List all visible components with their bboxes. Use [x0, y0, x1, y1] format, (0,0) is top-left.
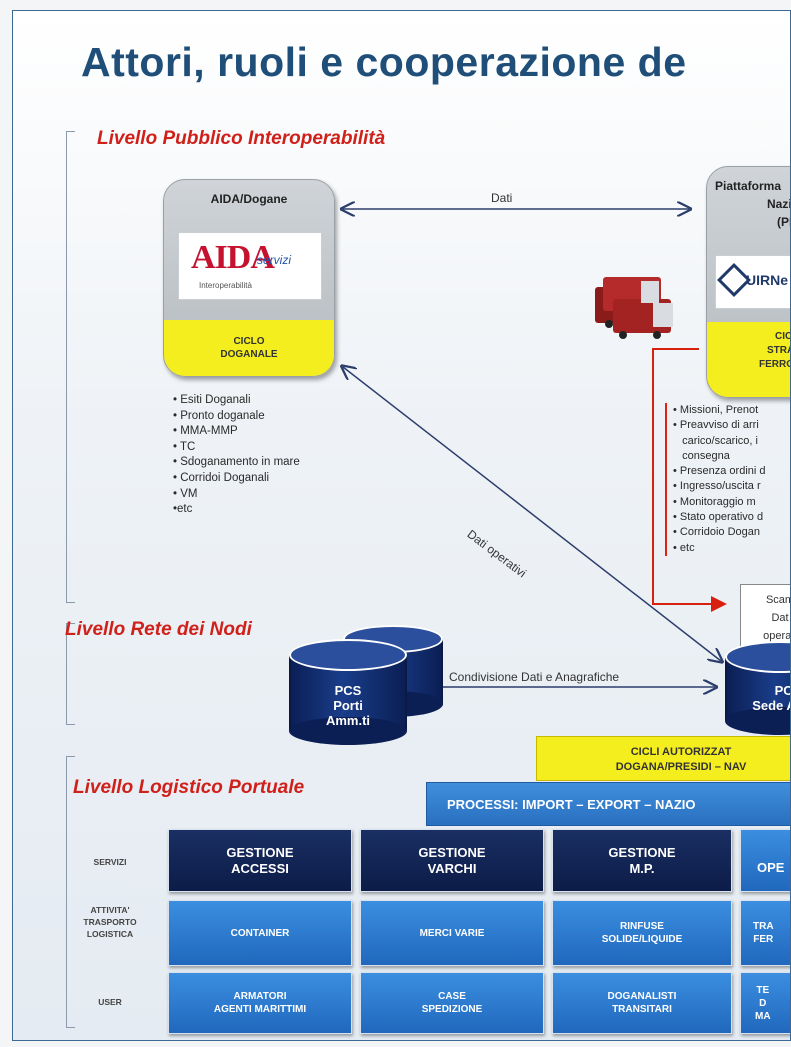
- row-label-attivita: ATTIVITA' TRASPORTO LOGISTICA: [83, 905, 137, 939]
- list-item: • etc: [673, 541, 695, 554]
- level-pubblico-title: Livello Pubblico Interoperabilità: [97, 128, 386, 149]
- cicli-line: CICLI AUTORIZZAT: [630, 746, 732, 758]
- pcs-sede-database: PCS Sede A: [725, 641, 790, 741]
- pln-title-line: Piattaforma: [715, 179, 782, 193]
- pln-title-line: (PL: [777, 215, 790, 229]
- aida-items-list: • Esiti Doganali • Pronto doganale • MMA…: [173, 393, 300, 518]
- cicli-line: DOGANA/PRESIDI – NAV: [615, 761, 747, 773]
- aida-logo-main: AIDA: [191, 239, 275, 276]
- cell-rinfuse: RINFUSE SOLIDE/LIQUIDE: [552, 900, 732, 966]
- level-logistico-title: Livello Logistico Portuale: [73, 777, 305, 798]
- cell-gestione-mp: GESTIONE M.P.: [552, 829, 732, 892]
- list-item: • Corridoi Doganali: [173, 471, 270, 484]
- list-item: • VM: [173, 487, 198, 500]
- cylinder-front: [289, 639, 407, 745]
- cell-doganalisti: DOGANALISTI TRANSITARI: [552, 972, 732, 1034]
- ciclo-doganale-band: CICLO DOGANALE: [164, 320, 334, 376]
- list-item: • Stato operativo d: [673, 511, 764, 524]
- list-item: • Esiti Doganali: [173, 394, 251, 406]
- piattaforma-nazionale-node: Piattaforma Nazio (PL UIRNe CICL STRAD F…: [706, 166, 790, 398]
- cell-gestione-accessi: GESTIONE ACCESSI: [168, 829, 352, 892]
- level-logistico-bracket: [66, 756, 75, 1028]
- swap-line: operati: [763, 630, 791, 642]
- dati-label: Dati: [491, 191, 513, 205]
- cell-gestione-varchi: GESTIONE VARCHI: [360, 829, 544, 892]
- list-item: • Missioni, Prenot: [673, 404, 759, 416]
- slide: Attori, ruoli e cooperazione de Livello …: [12, 10, 791, 1041]
- cicli-autorizzativi-bar: CICLI AUTORIZZAT DOGANA/PRESIDI – NAV: [536, 736, 790, 781]
- swap-line: Dat: [771, 612, 789, 624]
- list-item: • MMA-MMP: [173, 425, 238, 438]
- aida-logo: AIDA servizi Interoperabilità: [178, 232, 322, 300]
- trucks-icon: [595, 277, 673, 339]
- aida-title: AIDA/Dogane: [210, 192, 288, 206]
- list-item: • Corridoio Dogan: [673, 526, 761, 539]
- cell-merci-varie: MERCI VARIE: [360, 900, 544, 966]
- list-item: • Monitoraggio m: [673, 495, 756, 508]
- cell-armatori: ARMATORI AGENTI MARITTIMI: [168, 972, 352, 1034]
- processi-bar: PROCESSI: IMPORT – EXPORT – NAZIO: [426, 782, 790, 826]
- list-item: carico/scarico, i: [673, 434, 758, 447]
- row-label-user: USER: [98, 997, 122, 1007]
- cell-operazioni: OPE: [740, 829, 790, 892]
- pln-cycle-line: CICL: [775, 331, 790, 342]
- pln-items-list: • Missioni, Prenot • Preavviso di arri c…: [665, 403, 766, 556]
- pln-cycle-line: FERROV: [759, 359, 790, 370]
- pln-title-line: Nazio: [767, 197, 790, 211]
- level-pubblico-bracket: [66, 131, 75, 603]
- pln-cycle-line: STRAD: [767, 345, 790, 356]
- aida-logo-script: servizi: [257, 253, 292, 267]
- pcs-porti-database: PCS Porti Amm.ti: [289, 625, 459, 745]
- cell-container: CONTAINER: [168, 900, 352, 966]
- list-item: • Pronto doganale: [173, 409, 265, 422]
- list-item: • TC: [173, 440, 196, 453]
- pcs-sede-label: PCS Sede A: [752, 683, 790, 713]
- ciclo-stradale-band: CICL STRAD FERROV: [707, 322, 790, 397]
- connector-arrows: [13, 11, 727, 1041]
- list-item: • Presenza ordini d: [673, 465, 766, 478]
- cell-trasporto-ferroviario: TRA FER: [740, 900, 790, 966]
- pcs-porti-label: PCS Porti Amm.ti: [325, 683, 371, 728]
- dati-operativi-arrow: [343, 367, 721, 661]
- list-item: • Sdoganamento in mare: [173, 456, 300, 469]
- cell-case-spedizione: CASE SPEDIZIONE: [360, 972, 544, 1034]
- condivisione-label: Condivisione Dati e Anagrafiche: [449, 670, 620, 684]
- list-item: • Preavviso di arri: [673, 419, 759, 432]
- list-item: •etc: [173, 503, 193, 516]
- ciclo-line: DOGANALE: [220, 349, 278, 360]
- uirnet-logo-text: UIRNe: [746, 272, 789, 288]
- aida-logo-sub: Interoperabilità: [199, 281, 252, 290]
- swap-line: Scam: [765, 594, 790, 606]
- uirnet-logo: UIRNe: [715, 255, 790, 309]
- list-item: • Ingresso/uscita r: [673, 480, 761, 493]
- ciclo-line: CICLO: [233, 336, 265, 347]
- aida-dogane-node: AIDA/Dogane AIDA servizi Interoperabilit…: [163, 179, 335, 377]
- row-label-servizi: SERVIZI: [93, 857, 127, 867]
- list-item: consegna: [673, 449, 730, 462]
- level-rete-bracket: [66, 623, 75, 725]
- pln-title: Piattaforma Nazio (PL: [715, 177, 790, 231]
- red-connector: [652, 348, 727, 612]
- level-rete-title: Livello Rete dei Nodi: [65, 619, 252, 640]
- cell-terminalisti: TE D MA: [740, 972, 790, 1034]
- slide-title: Attori, ruoli e cooperazione de: [81, 39, 687, 85]
